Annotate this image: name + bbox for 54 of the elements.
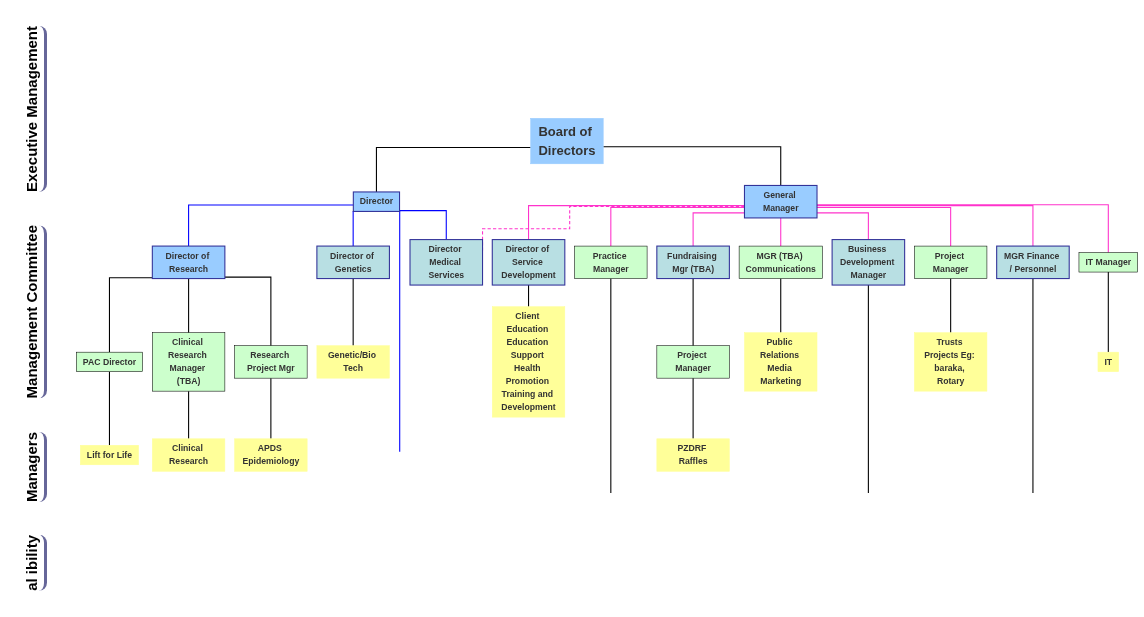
node-box: Director (352, 191, 401, 212)
node-box: Director of Genetics (316, 245, 390, 279)
connector (528, 284, 530, 307)
node-box: Project Manager (914, 245, 988, 279)
level-label: Management Committee (23, 225, 47, 399)
connector (610, 277, 612, 494)
node-box: Practice Manager (574, 245, 648, 279)
node-box: Trusts Projects Eg: baraka, Rotary (914, 332, 988, 392)
node-box: APDS Epidemiology (234, 438, 308, 472)
node-box: Genetic/Bio Tech (316, 345, 390, 379)
node-box: MGR (TBA) Communications (738, 245, 823, 279)
connector (270, 377, 272, 439)
connector (108, 276, 153, 353)
connector (867, 284, 869, 494)
node-box: MGR Finance / Personnel (996, 245, 1070, 279)
node-box: Director Medical Services (409, 238, 484, 286)
connector (610, 206, 745, 247)
level-label: Managers (23, 431, 47, 502)
node-box: Director of Research (151, 245, 226, 279)
node-box: Public Relations Media Marketing (744, 332, 818, 392)
node-box: Client Education Education Support Health Promotion Training and Development (492, 306, 566, 418)
connector (188, 204, 354, 247)
node-box: Clinical Research Manager (TBA) (152, 332, 226, 392)
connector (692, 277, 694, 346)
connector (108, 370, 110, 446)
node-box: PAC Director (76, 351, 143, 372)
connector (692, 377, 694, 439)
node-box: Director of Service Development (491, 238, 566, 286)
connector (224, 276, 272, 346)
connector (188, 277, 190, 333)
connector (602, 145, 782, 186)
connector (375, 146, 532, 193)
connector (188, 390, 190, 439)
level-label: Executive Management (23, 26, 47, 193)
connector (780, 217, 782, 247)
node-box: Research Project Mgr (234, 345, 308, 379)
node-box: IT (1097, 351, 1119, 372)
node-box: IT Manager (1078, 251, 1138, 272)
node-box: Lift for Life (80, 444, 139, 465)
node-box: Project Manager (656, 345, 730, 379)
connector (780, 277, 782, 333)
level-label: al ibility (23, 534, 47, 591)
node-box: Fundraising Mgr (TBA) (656, 245, 730, 279)
connector (692, 212, 745, 247)
node-box: Board of Directors (530, 117, 604, 164)
connector (1107, 271, 1109, 353)
node-box: Business Development Manager (831, 238, 906, 286)
node-box: Clinical Research (152, 438, 226, 472)
node-box: PZDRF Raffles (656, 438, 730, 472)
connector (352, 277, 354, 346)
connector (950, 277, 952, 333)
connector (399, 209, 447, 240)
node-box: General Manager (743, 184, 818, 219)
connector (528, 204, 745, 240)
